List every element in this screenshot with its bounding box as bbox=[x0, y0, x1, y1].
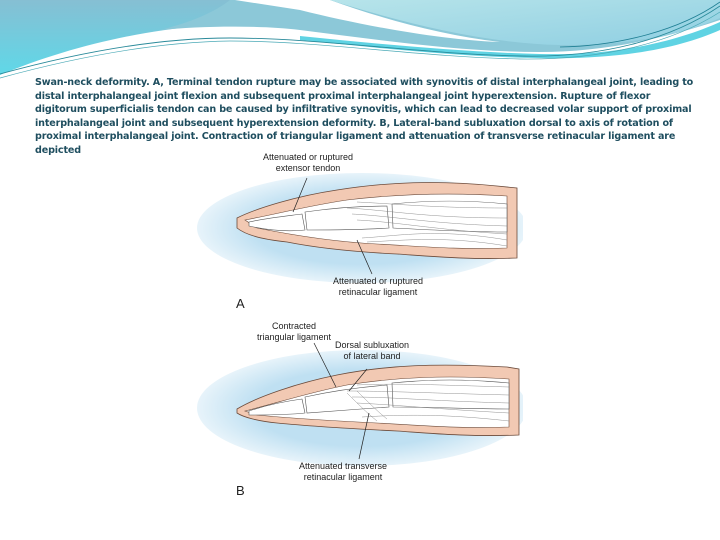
label-line: extensor tendon bbox=[275, 162, 341, 173]
header-wave-decoration bbox=[0, 0, 720, 79]
label-line: Contracted bbox=[272, 321, 317, 331]
label-line: of lateral band bbox=[343, 350, 401, 361]
label-line: Attenuated transverse bbox=[299, 461, 388, 471]
label-line: retinacular ligament bbox=[303, 471, 383, 482]
label-line: triangular ligament bbox=[257, 331, 332, 342]
label-line: Dorsal subluxation bbox=[335, 340, 410, 350]
label-line: Attenuated or ruptured bbox=[263, 152, 354, 162]
panel-letter-b: B bbox=[236, 483, 245, 498]
label-line: retinacular ligament bbox=[338, 286, 418, 297]
label-dorsal-subluxation: Dorsal subluxation of lateral band bbox=[335, 340, 409, 361]
finger-illustration-a bbox=[197, 173, 523, 283]
figure-caption: Swan-neck deformity. A, Terminal tendon … bbox=[35, 77, 694, 156]
label-triangular-ligament: Contracted triangular ligament bbox=[257, 321, 331, 342]
label-retinacular-ligament: Attenuated or ruptured retinacular ligam… bbox=[333, 276, 423, 297]
finger-illustration-b bbox=[197, 342, 523, 466]
label-line: Attenuated or ruptured bbox=[333, 276, 424, 286]
label-extensor-tendon: Attenuated or ruptured extensor tendon bbox=[263, 152, 353, 173]
panel-b: Contracted triangular ligament Dorsal su… bbox=[197, 313, 523, 500]
medical-illustration: Attenuated or ruptured extensor tendon A… bbox=[197, 148, 523, 500]
panel-letter-a: A bbox=[236, 296, 245, 311]
label-transverse-retinacular-ligament: Attenuated transverse retinacular ligame… bbox=[299, 461, 387, 482]
panel-a: Attenuated or ruptured extensor tendon A… bbox=[197, 148, 523, 313]
